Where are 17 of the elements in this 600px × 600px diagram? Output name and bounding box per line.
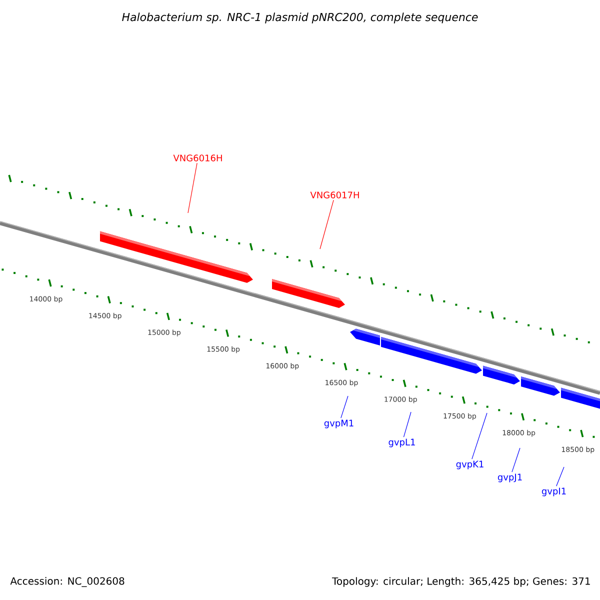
leader-line: [403, 412, 412, 438]
leader-line: [556, 466, 564, 486]
gene-label: VNG6016H: [173, 154, 222, 162]
leader-line: [340, 396, 348, 418]
leader-line: [188, 162, 198, 214]
leader-line: [512, 448, 520, 472]
gene-label: VNG6017H: [310, 192, 359, 198]
gene-label: gvpI1: [542, 488, 566, 496]
accession-text: Accession: NC_002608: [10, 577, 124, 587]
gene-label: gvpK1: [456, 460, 484, 470]
gene-label: gvpL1: [388, 438, 415, 448]
gene-label: gvpM1: [324, 420, 354, 428]
leader-line: [472, 412, 488, 460]
summary-text: Topology: circular; Length: 365,425 bp; Genes: 371: [332, 577, 590, 587]
leader-line: [320, 200, 334, 250]
title: Halobacterium sp. NRC-1 plasmid pNRC200, complete sequence: [122, 12, 478, 24]
gene-label: gvpJ1: [498, 474, 522, 482]
